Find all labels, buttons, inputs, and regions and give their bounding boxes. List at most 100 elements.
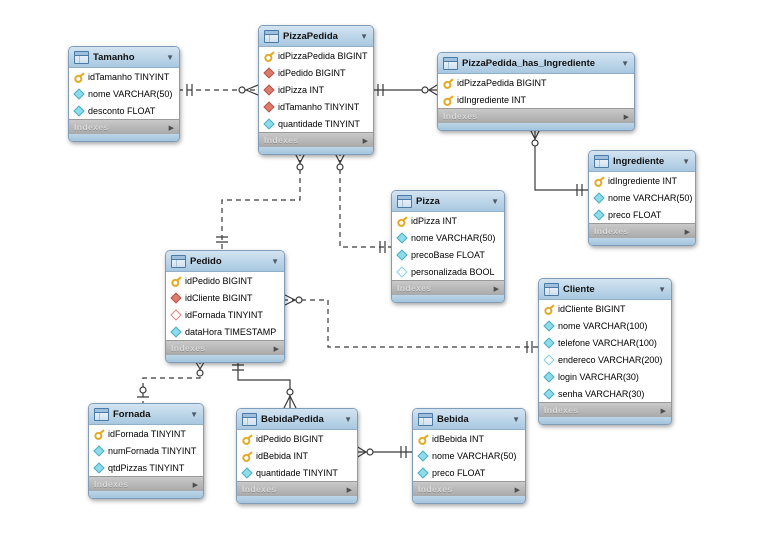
- collapse-arrow-icon[interactable]: [271, 256, 279, 266]
- indexes-bar[interactable]: Indexes: [166, 340, 284, 355]
- indexes-bar[interactable]: Indexes: [89, 476, 203, 491]
- collapse-arrow-icon[interactable]: [344, 414, 352, 424]
- expand-arrow-icon[interactable]: [624, 111, 629, 121]
- column-row[interactable]: idBebida INT: [237, 447, 357, 464]
- table-header[interactable]: Pizza: [392, 191, 504, 212]
- column-row[interactable]: idBebida INT: [413, 430, 525, 447]
- column-label: nome VARCHAR(50): [432, 450, 517, 461]
- column-row[interactable]: quantidade TINYINT: [259, 115, 373, 132]
- relationship-pizza-pizzapedida[interactable]: [333, 150, 391, 253]
- column-row[interactable]: personalizada BOOL: [392, 263, 504, 280]
- column-row[interactable]: idIngrediente INT: [589, 172, 695, 189]
- table-header[interactable]: BebidaPedida: [237, 409, 357, 430]
- table-tamanho[interactable]: Tamanho idTamanho TINYINT nome VARCHAR(5…: [68, 46, 180, 142]
- column-row[interactable]: numFornada TINYINT: [89, 442, 203, 459]
- column-row[interactable]: precoBase FLOAT: [392, 246, 504, 263]
- column-row[interactable]: quantidade TINYINT: [237, 464, 357, 481]
- table-ingrediente[interactable]: Ingrediente idIngrediente INT nome VARCH…: [588, 150, 696, 246]
- column-row[interactable]: qtdPizzas TINYINT: [89, 459, 203, 476]
- collapse-arrow-icon[interactable]: [512, 414, 520, 424]
- table-pizza[interactable]: Pizza idPizza INT nome VARCHAR(50) preco…: [391, 190, 505, 303]
- indexes-bar[interactable]: Indexes: [392, 280, 504, 295]
- column-row[interactable]: idPizza INT: [392, 212, 504, 229]
- table-header[interactable]: PizzaPedida_has_Ingrediente: [438, 53, 634, 74]
- column-row[interactable]: idTamanho TINYINT: [69, 68, 179, 85]
- expand-arrow-icon[interactable]: [347, 484, 352, 494]
- column-row[interactable]: nome VARCHAR(50): [413, 447, 525, 464]
- column-row[interactable]: idPizzaPedida BIGINT: [259, 47, 373, 64]
- table-header[interactable]: Ingrediente: [589, 151, 695, 172]
- column-row[interactable]: idPizza INT: [259, 81, 373, 98]
- table-pizzapedida-has-ingrediente[interactable]: PizzaPedida_has_Ingrediente idPizzaPedid…: [437, 52, 635, 131]
- expand-arrow-icon[interactable]: [274, 343, 279, 353]
- column-row[interactable]: idIngrediente INT: [438, 91, 634, 108]
- column-row[interactable]: endereco VARCHAR(200): [539, 351, 671, 368]
- collapse-arrow-icon[interactable]: [166, 52, 174, 62]
- table-header[interactable]: Pedido: [166, 251, 284, 272]
- indexes-bar[interactable]: Indexes: [589, 223, 695, 238]
- column-row[interactable]: idFornada TINYINT: [89, 425, 203, 442]
- column-row[interactable]: idPedido BIGINT: [166, 272, 284, 289]
- column-row[interactable]: nome VARCHAR(50): [69, 85, 179, 102]
- column-row[interactable]: nome VARCHAR(50): [589, 189, 695, 206]
- indexes-bar[interactable]: Indexes: [539, 402, 671, 417]
- indexes-bar[interactable]: Indexes: [413, 481, 525, 496]
- indexes-bar[interactable]: Indexes: [237, 481, 357, 496]
- indexes-bar[interactable]: Indexes: [69, 119, 179, 134]
- relationship-pedido-pizzapedida[interactable]: [216, 150, 307, 250]
- column-row[interactable]: idCliente BIGINT: [539, 300, 671, 317]
- table-header[interactable]: PizzaPedida: [259, 26, 373, 47]
- relationship-bebida-bebidapedida[interactable]: [355, 445, 412, 459]
- column-row[interactable]: telefone VARCHAR(100): [539, 334, 671, 351]
- relationship-cliente-pedido[interactable]: [282, 293, 538, 353]
- column-row[interactable]: login VARCHAR(30): [539, 368, 671, 385]
- relationship-pizzapedida-hasingrediente[interactable]: [372, 84, 438, 96]
- column-row[interactable]: nome VARCHAR(50): [392, 229, 504, 246]
- column-row[interactable]: dataHora TIMESTAMP: [166, 323, 284, 340]
- table-cliente[interactable]: Cliente idCliente BIGINT nome VARCHAR(10…: [538, 278, 672, 425]
- indexes-bar[interactable]: Indexes: [438, 108, 634, 123]
- relationship-tamanho-pizzapedida[interactable]: [178, 84, 259, 96]
- collapse-arrow-icon[interactable]: [491, 196, 499, 206]
- collapse-arrow-icon[interactable]: [658, 284, 666, 294]
- table-fornada[interactable]: Fornada idFornada TINYINT numFornada TIN…: [88, 403, 204, 499]
- column-row[interactable]: idFornada TINYINT: [166, 306, 284, 323]
- column-row[interactable]: preco FLOAT: [413, 464, 525, 481]
- column-row[interactable]: idPedido BIGINT: [259, 64, 373, 81]
- collapse-arrow-icon[interactable]: [682, 156, 690, 166]
- column-row[interactable]: desconto FLOAT: [69, 102, 179, 119]
- expand-arrow-icon[interactable]: [661, 405, 666, 415]
- relationship-fornada-pedido[interactable]: [137, 358, 207, 403]
- column-row[interactable]: idCliente BIGINT: [166, 289, 284, 306]
- table-pizzapedida[interactable]: PizzaPedida idPizzaPedida BIGINT idPedid…: [258, 25, 374, 155]
- expand-arrow-icon[interactable]: [515, 484, 520, 494]
- expand-arrow-icon[interactable]: [494, 283, 499, 293]
- expand-arrow-icon[interactable]: [363, 135, 368, 145]
- primary-key-icon: [394, 212, 410, 228]
- table-bebidapedida[interactable]: BebidaPedida idPedido BIGINT idBebida IN…: [236, 408, 358, 504]
- column-row[interactable]: nome VARCHAR(100): [539, 317, 671, 334]
- table-header[interactable]: Bebida: [413, 409, 525, 430]
- column-row[interactable]: idPedido BIGINT: [237, 430, 357, 447]
- column-row[interactable]: senha VARCHAR(30): [539, 385, 671, 402]
- collapse-arrow-icon[interactable]: [621, 58, 629, 68]
- table-title: Bebida: [437, 413, 469, 425]
- nullable-attribute-icon: [543, 354, 555, 365]
- expand-arrow-icon[interactable]: [169, 122, 174, 132]
- indexes-bar[interactable]: Indexes: [259, 132, 373, 147]
- table-bebida[interactable]: Bebida idBebida INT nome VARCHAR(50) pre…: [412, 408, 526, 504]
- table-pedido[interactable]: Pedido idPedido BIGINT idCliente BIGINT …: [165, 250, 285, 363]
- expand-arrow-icon[interactable]: [685, 226, 690, 236]
- table-header[interactable]: Tamanho: [69, 47, 179, 68]
- table-header[interactable]: Cliente: [539, 279, 671, 300]
- relationship-ingrediente-hasingrediente[interactable]: [528, 126, 588, 196]
- table-header[interactable]: Fornada: [89, 404, 203, 425]
- column-row[interactable]: idTamanho TINYINT: [259, 98, 373, 115]
- column-row[interactable]: idPizzaPedida BIGINT: [438, 74, 634, 91]
- relationship-pedido-bebidapedida[interactable]: [232, 359, 297, 409]
- collapse-arrow-icon[interactable]: [190, 409, 198, 419]
- collapse-arrow-icon[interactable]: [360, 31, 368, 41]
- column-row[interactable]: preco FLOAT: [589, 206, 695, 223]
- expand-arrow-icon[interactable]: [193, 479, 198, 489]
